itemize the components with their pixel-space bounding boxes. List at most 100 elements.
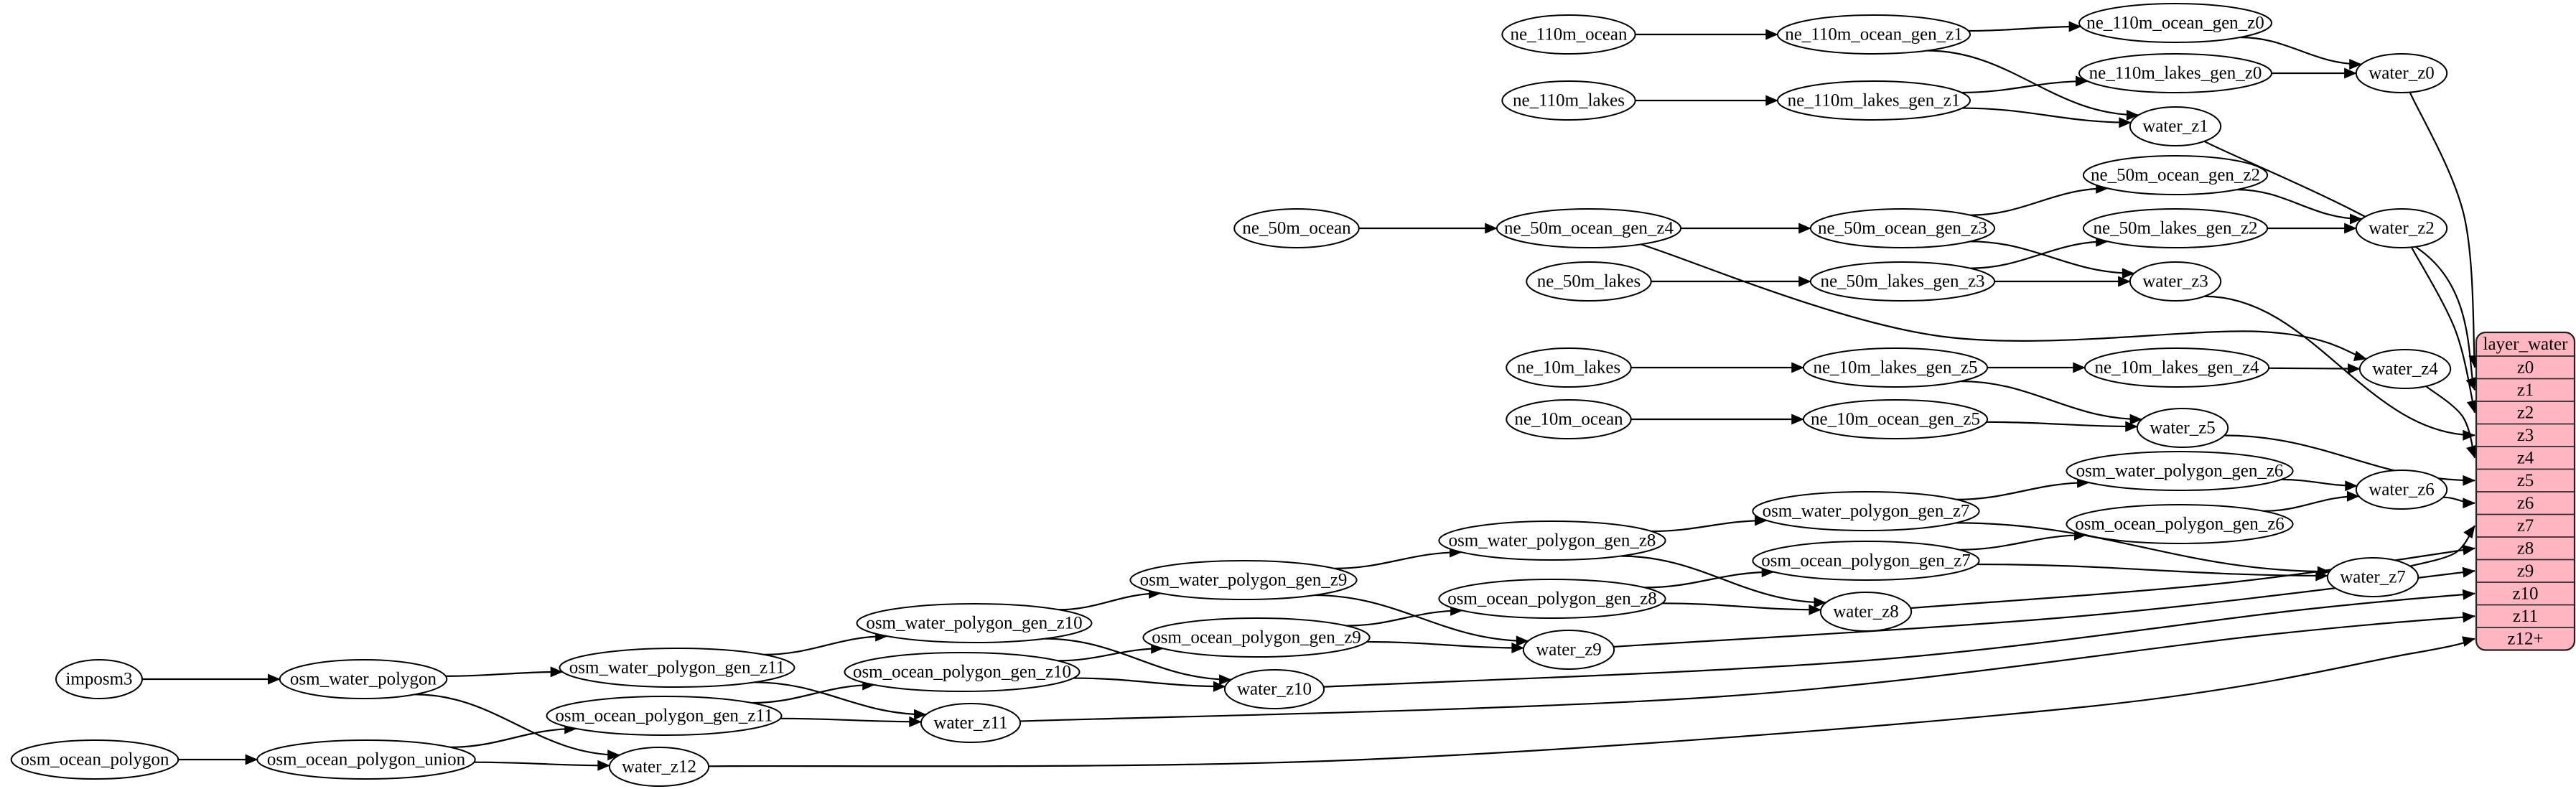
table-row-z8-label: z8 xyxy=(2517,538,2534,558)
node-water_z12-label: water_z12 xyxy=(622,757,696,777)
node-water_z0-shape xyxy=(2355,53,2448,93)
node-water_z10: water_z10 xyxy=(1223,669,1325,709)
node-water_z5-shape xyxy=(2136,408,2229,448)
edge-osm_ocean_polygon_gen_z11--osm_ocean_polygon_gen_z10 xyxy=(752,679,875,704)
table-row-z1-label: z1 xyxy=(2517,381,2534,400)
node-ne_110m_lakes_gen_z0-shape xyxy=(2078,53,2272,93)
node-ne_110m_ocean_gen_z1-shape xyxy=(1777,14,1971,55)
node-osm_water_polygon: osm_water_polygon xyxy=(279,659,448,699)
node-ne_50m_lakes_gen_z3-shape xyxy=(1809,261,1996,302)
node-ne_110m_ocean_gen_z0-shape xyxy=(2078,3,2272,43)
node-water_z4-label: water_z4 xyxy=(2372,360,2438,379)
node-ne_10m_lakes_gen_z4: ne_10m_lakes_gen_z4 xyxy=(2083,347,2270,388)
node-water_z7-shape xyxy=(2326,557,2419,597)
node-water_z1: water_z1 xyxy=(2129,106,2222,146)
node-ne_50m_ocean_gen_z2-label: ne_50m_ocean_gen_z2 xyxy=(2091,166,2260,185)
edge-ne_10m_ocean_gen_z5--water_z5 xyxy=(1986,421,2138,432)
node-ne_110m_ocean_gen_z1: ne_110m_ocean_gen_z1 xyxy=(1777,14,1971,55)
node-osm_water_polygon_gen_z6-label: osm_water_polygon_gen_z6 xyxy=(2076,462,2284,481)
node-ne_10m_lakes_gen_z4-label: ne_10m_lakes_gen_z4 xyxy=(2094,358,2259,378)
node-osm_water_polygon_gen_z10: osm_water_polygon_gen_z10 xyxy=(856,603,1093,643)
node-ne_110m_lakes_gen_z0-label: ne_110m_lakes_gen_z0 xyxy=(2089,64,2262,83)
node-osm_water_polygon_gen_z7-shape xyxy=(1752,491,1980,531)
edge-ne_110m_ocean_gen_z0--water_z0 xyxy=(2240,36,2362,70)
node-ne_10m_ocean_gen_z5-label: ne_10m_ocean_gen_z5 xyxy=(1811,410,1980,429)
node-ne_10m_ocean-label: ne_10m_ocean xyxy=(1514,410,1623,429)
node-water_z3-shape xyxy=(2129,261,2222,302)
edge-osm_water_polygon--osm_water_polygon_gen_z11 xyxy=(445,666,564,678)
node-osm_ocean_polygon_gen_z8: osm_ocean_polygon_gen_z8 xyxy=(1438,579,1666,619)
node-water_z12: water_z12 xyxy=(608,747,710,787)
table-row-z3-label: z3 xyxy=(2517,426,2534,445)
node-water_z2-shape xyxy=(2355,208,2448,248)
node-water_z7-label: water_z7 xyxy=(2340,568,2406,587)
node-osm_ocean_polygon: osm_ocean_polygon xyxy=(10,739,179,780)
node-ne_10m_lakes_gen_z5: ne_10m_lakes_gen_z5 xyxy=(1802,347,1989,388)
edge-ne_10m_lakes_gen_z5--water_z5 xyxy=(1960,380,2143,425)
layer-water-table-title: layer_water xyxy=(2483,335,2569,354)
edge-water_z12--layer_water-z12+ xyxy=(709,636,2475,767)
edge-osm_water_polygon_gen_z10--water_z10 xyxy=(1045,638,1232,686)
node-ne_50m_ocean-shape xyxy=(1233,208,1360,248)
node-osm_ocean_polygon_gen_z9-shape xyxy=(1142,617,1371,658)
node-ne_10m_lakes: ne_10m_lakes xyxy=(1506,347,1632,388)
node-water_z0: water_z0 xyxy=(2355,53,2448,93)
node-ne_110m_ocean_gen_z0-label: ne_110m_ocean_gen_z0 xyxy=(2086,14,2264,33)
node-ne_50m_ocean_gen_z4-shape xyxy=(1495,208,1682,248)
node-osm_ocean_polygon_gen_z8-label: osm_ocean_polygon_gen_z8 xyxy=(1447,589,1657,609)
node-water_z3: water_z3 xyxy=(2129,261,2222,302)
edge-water_z7--layer_water-z7 xyxy=(2409,525,2475,567)
node-ne_110m_ocean_gen_z1-label: ne_110m_ocean_gen_z1 xyxy=(1785,25,1963,45)
node-water_z8-shape xyxy=(1819,592,1913,632)
node-osm_ocean_polygon_gen_z10-label: osm_ocean_polygon_gen_z10 xyxy=(853,663,1071,682)
node-ne_10m_ocean_gen_z5: ne_10m_ocean_gen_z5 xyxy=(1802,399,1989,439)
node-ne_110m_ocean-shape xyxy=(1501,14,1636,55)
node-ne_110m_ocean_gen_z0: ne_110m_ocean_gen_z0 xyxy=(2078,3,2272,43)
node-ne_110m_lakes: ne_110m_lakes xyxy=(1501,80,1636,121)
edge-osm_water_polygon_gen_z10--osm_water_polygon_gen_z9 xyxy=(1058,587,1162,611)
edge-osm_water_polygon_gen_z9--osm_water_polygon_gen_z8 xyxy=(1334,546,1462,569)
node-water_z10-label: water_z10 xyxy=(1237,680,1312,699)
edge-osm_ocean_polygon_gen_z11--water_z11 xyxy=(780,716,922,727)
node-ne_50m_lakes_gen_z2: ne_50m_lakes_gen_z2 xyxy=(2082,208,2269,248)
edge-osm_ocean_polygon_gen_z9--water_z9 xyxy=(1366,640,1524,654)
node-ne_10m_lakes-label: ne_10m_lakes xyxy=(1517,358,1620,378)
node-water_z2: water_z2 xyxy=(2355,208,2448,248)
node-osm_water_polygon_gen_z7-label: osm_water_polygon_gen_z7 xyxy=(1763,502,1970,521)
node-water_z10-shape xyxy=(1223,669,1325,709)
node-ne_10m_ocean_gen_z5-shape xyxy=(1802,399,1989,439)
node-ne_50m_ocean_gen_z3: ne_50m_ocean_gen_z3 xyxy=(1809,208,1996,248)
table-row-z12+-label: z12+ xyxy=(2507,629,2543,648)
node-water_z11-shape xyxy=(920,703,1022,743)
edge-water_z10--layer_water-z10 xyxy=(1323,589,2475,688)
table-row-z6-label: z6 xyxy=(2517,493,2534,513)
node-water_z9: water_z9 xyxy=(1522,630,1615,670)
node-water_z6: water_z6 xyxy=(2355,470,2448,510)
edge-water_z4--layer_water-z4 xyxy=(2425,386,2477,459)
edge-osm_water_polygon_gen_z11--osm_water_polygon_gen_z10 xyxy=(764,630,888,655)
node-osm_water_polygon_gen_z9-label: osm_water_polygon_gen_z9 xyxy=(1140,571,1348,590)
edge-osm_ocean_polygon_gen_z8--water_z8 xyxy=(1662,602,1821,615)
edge-osm_water_polygon--water_z12 xyxy=(414,694,620,761)
node-ne_50m_ocean-label: ne_50m_ocean xyxy=(1242,219,1351,238)
edge-osm_water_polygon_gen_z7--osm_water_polygon_gen_z6 xyxy=(1956,477,2090,500)
edge-water_z2--layer_water-z2 xyxy=(2410,246,2478,414)
node-ne_50m_ocean_gen_z2: ne_50m_ocean_gen_z2 xyxy=(2082,155,2269,195)
node-water_z9-label: water_z9 xyxy=(1536,640,1602,660)
table-row-z9-label: z9 xyxy=(2517,561,2534,581)
node-osm_water_polygon_gen_z11-shape xyxy=(559,648,795,688)
node-ne_110m_lakes-shape xyxy=(1501,80,1636,121)
node-ne_50m_ocean_gen_z3-shape xyxy=(1809,208,1996,248)
node-imposm3-shape xyxy=(55,659,143,699)
edge-osm_ocean_polygon_union--water_z12 xyxy=(474,760,610,771)
table-row-z10-label: z10 xyxy=(2512,584,2538,603)
node-water_z8: water_z8 xyxy=(1819,592,1913,632)
node-water_z11: water_z11 xyxy=(920,703,1022,743)
node-water_z2-label: water_z2 xyxy=(2369,219,2435,238)
node-osm_ocean_polygon_gen_z10-shape xyxy=(844,652,1081,692)
node-osm_water_polygon_gen_z10-shape xyxy=(856,603,1093,643)
table-row-z7-label: z7 xyxy=(2517,516,2534,536)
edge-osm_water_polygon_gen_z6--water_z6 xyxy=(2281,478,2358,492)
